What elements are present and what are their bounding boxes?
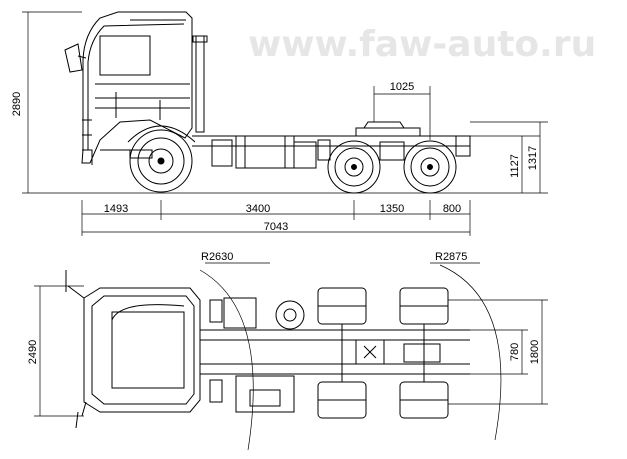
dim-fifth-wheel-offset: 1025 bbox=[390, 81, 414, 93]
rear-wheel-1-side bbox=[327, 140, 381, 194]
cab-side bbox=[64, 11, 193, 165]
battery-box-top bbox=[223, 297, 257, 329]
fuel-tank-top bbox=[235, 375, 295, 413]
dim-frame-width: 780 bbox=[509, 343, 521, 361]
dim-fifth-wheel-height: 1127 bbox=[509, 154, 521, 178]
top-view: R2630 R2875 bbox=[27, 251, 548, 451]
dim-track-width: 1800 bbox=[529, 340, 541, 364]
dim-tandem-spacing: 1350 bbox=[380, 203, 404, 215]
rear-wheels-top bbox=[317, 287, 449, 419]
dim-frame-height: 1317 bbox=[527, 146, 539, 170]
dim-wheelbase: 3400 bbox=[246, 203, 270, 215]
side-view: 2890 1025 1127 1317 1493 3400 1350 800 7… bbox=[11, 11, 548, 236]
dim-overall-width: 2490 bbox=[27, 340, 39, 364]
dim-turn-radius-front: R2630 bbox=[201, 251, 233, 263]
rear-wheel-2-side bbox=[403, 140, 457, 194]
fuel-tank-side bbox=[235, 135, 295, 169]
dim-rear-overhang: 800 bbox=[443, 203, 461, 215]
dim-total-height: 2890 bbox=[11, 92, 23, 116]
front-wheel-side bbox=[127, 125, 196, 193]
dim-turn-radius-rear: R2875 bbox=[435, 251, 467, 263]
dim-overall-length: 7043 bbox=[264, 221, 288, 233]
dim-front-overhang: 1493 bbox=[104, 203, 128, 215]
watermark-text: www.faw-auto.ru bbox=[248, 24, 596, 65]
cab-top bbox=[65, 270, 201, 429]
